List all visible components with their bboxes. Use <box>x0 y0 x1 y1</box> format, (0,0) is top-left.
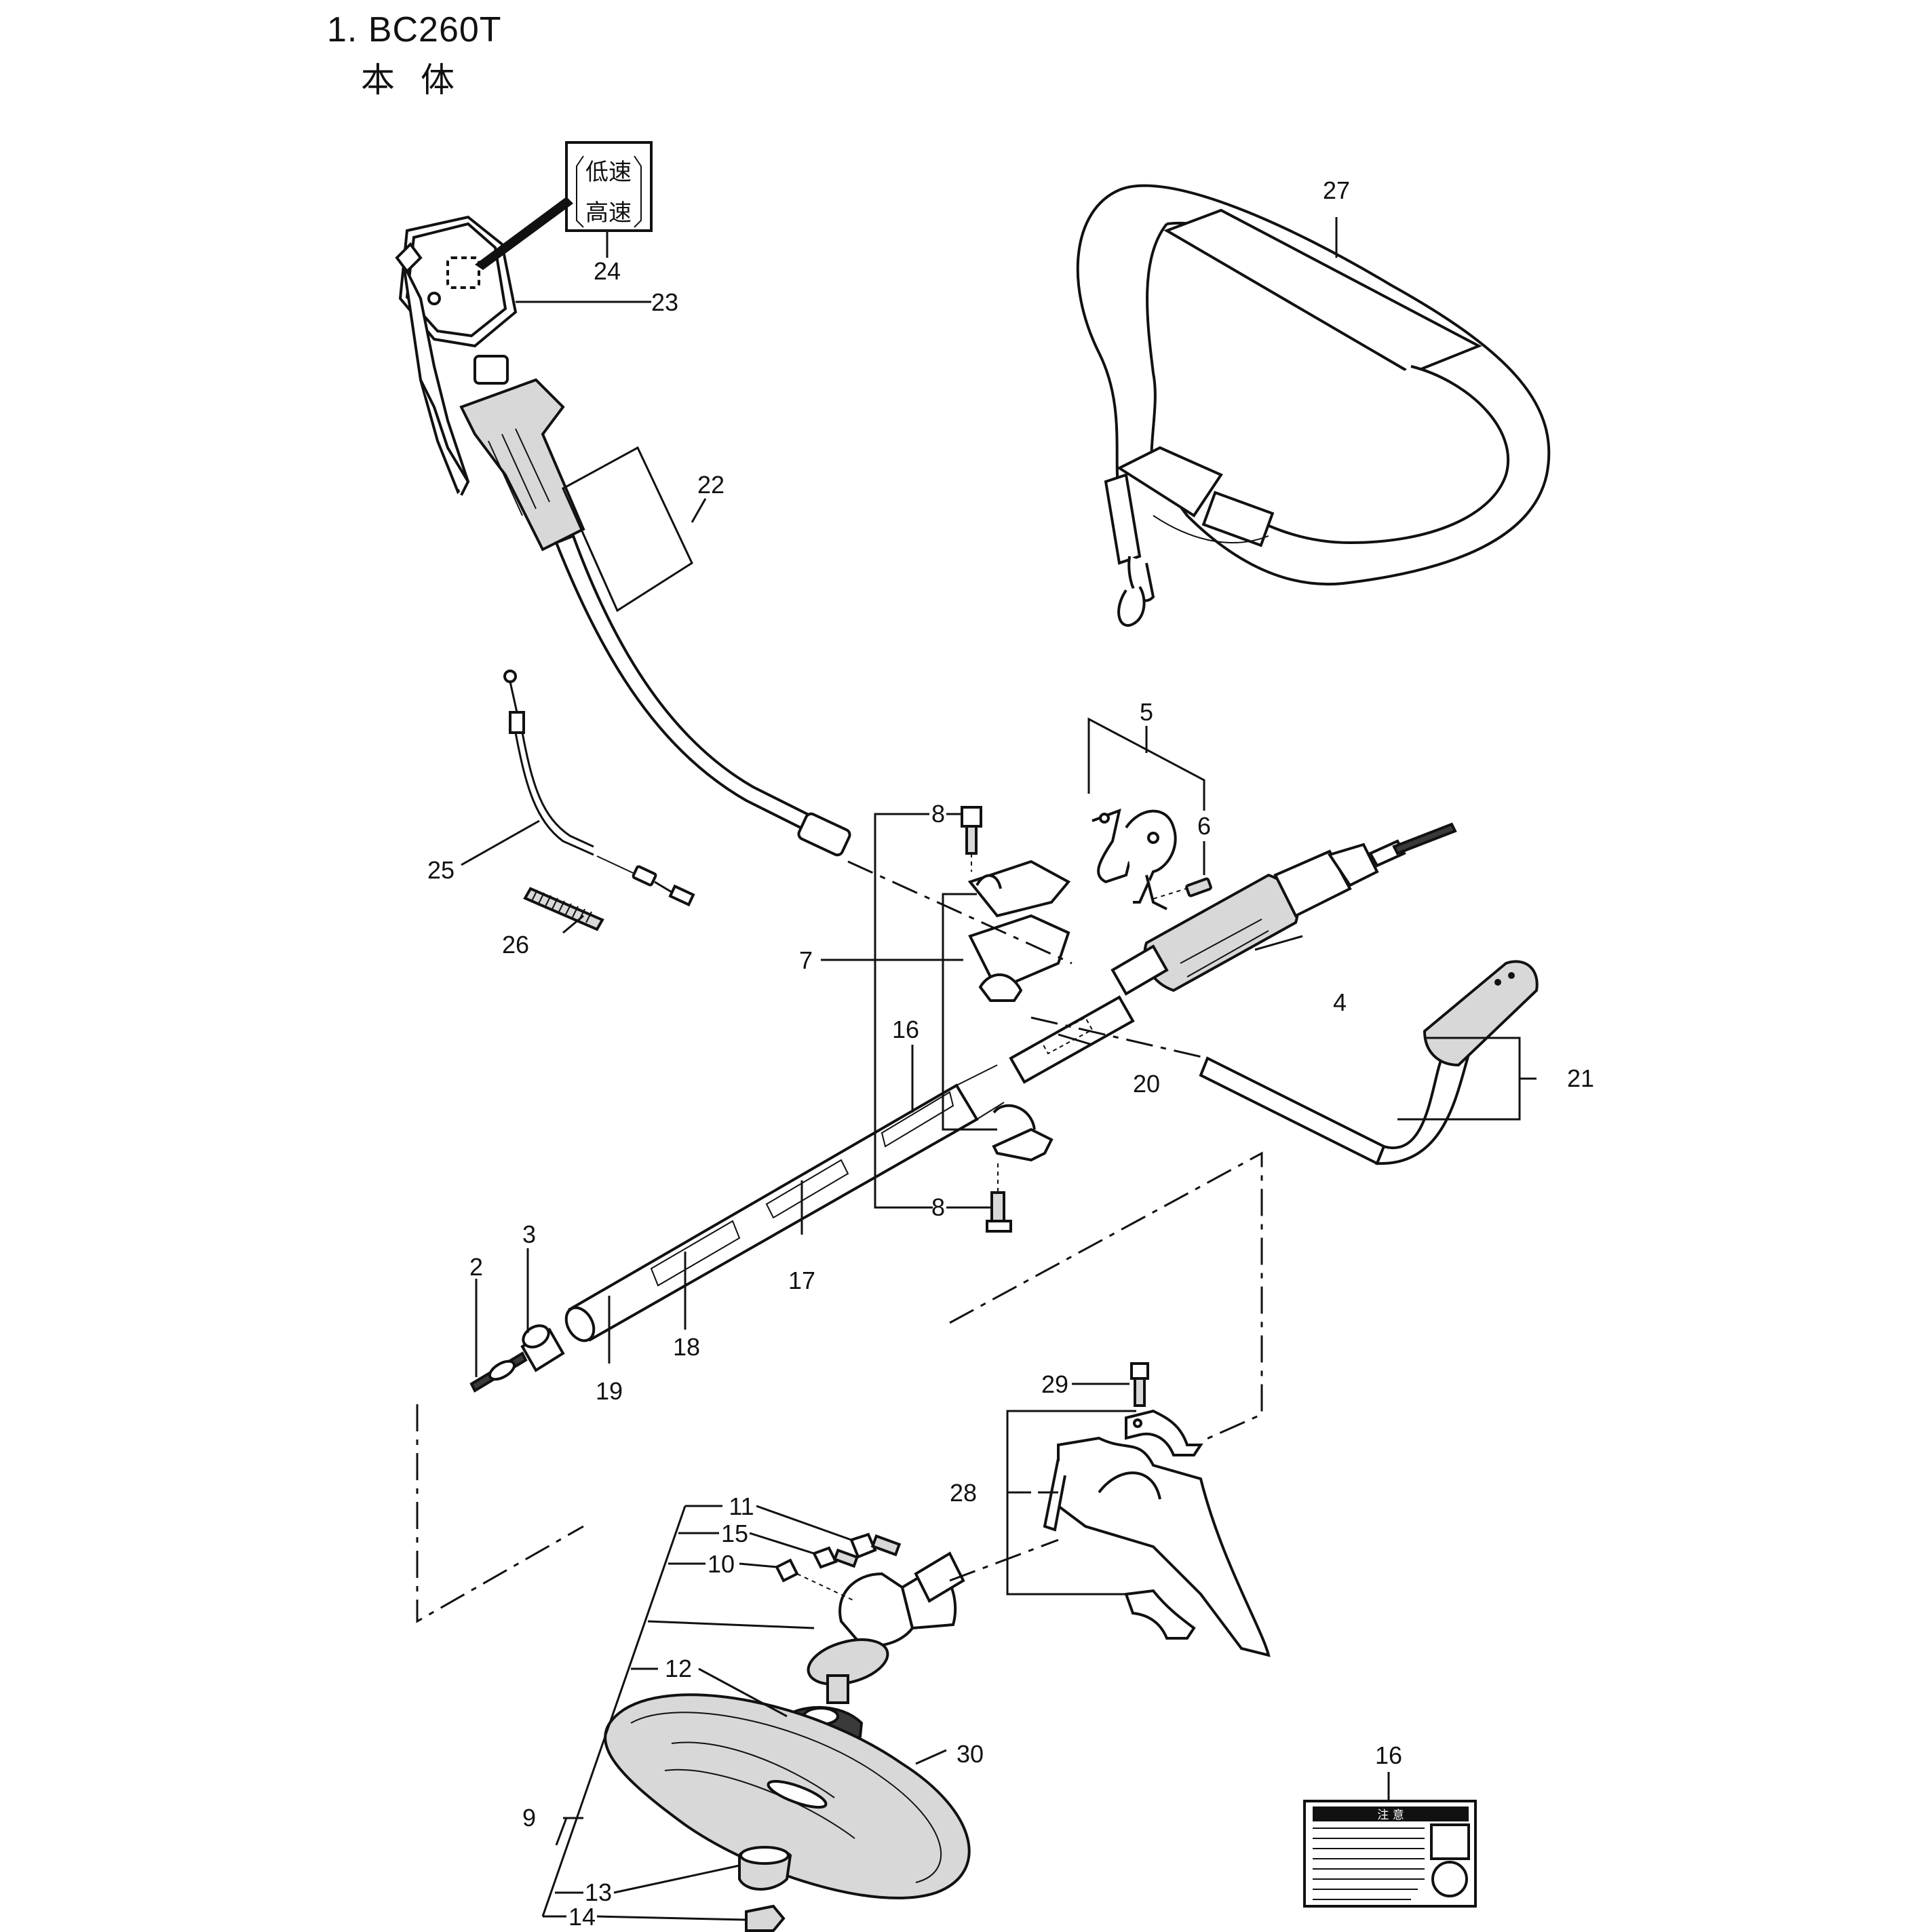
saw-blade-30 <box>604 1693 971 1899</box>
callout-10: 10 <box>708 1550 735 1578</box>
callout-14: 14 <box>568 1903 596 1931</box>
callout-24: 24 <box>594 257 621 285</box>
speed-decal: 低速 高速 <box>475 141 653 270</box>
callout-18: 18 <box>673 1333 700 1361</box>
callout-7: 7 <box>799 946 813 974</box>
alignment-lines <box>416 860 1263 1623</box>
nut-14 <box>745 1904 786 1932</box>
callout-29: 29 <box>1041 1370 1068 1398</box>
callout-15: 15 <box>721 1520 748 1547</box>
diagram-title: 1. BC260T <box>327 10 502 50</box>
callout-13: 13 <box>585 1878 612 1906</box>
callout-numbers: 24 23 22 27 5 6 8 8 25 26 7 4 16 20 21 1… <box>427 176 1594 1931</box>
callout-6: 6 <box>1197 812 1211 840</box>
bolt-15 <box>812 1546 859 1569</box>
callout-27: 27 <box>1323 176 1350 204</box>
throttle-lever <box>395 215 518 496</box>
grip-handle <box>459 355 851 857</box>
callout-25: 25 <box>427 856 455 884</box>
callout-28: 28 <box>950 1479 977 1507</box>
callout-8-bottom: 8 <box>931 1193 945 1221</box>
callout-20: 20 <box>1133 1070 1160 1098</box>
callout-4: 4 <box>1333 988 1347 1016</box>
clamp-screw-6 <box>1153 877 1212 900</box>
diagram-subtitle: 本体 <box>361 60 480 100</box>
bushing-3 <box>520 1324 565 1372</box>
pipe-clamp-7 <box>967 859 1071 1162</box>
clamp-bolt-8 <box>961 806 1012 1233</box>
callout-3: 3 <box>522 1220 536 1248</box>
blade-guard-28 <box>1043 1436 1271 1657</box>
callout-30: 30 <box>957 1740 984 1768</box>
handlebar-21 <box>1199 960 1539 1165</box>
callout-12: 12 <box>665 1655 692 1682</box>
drive-shaft-2 <box>469 1351 528 1393</box>
callout-5: 5 <box>1140 698 1153 726</box>
callout-11: 11 <box>729 1492 754 1520</box>
callout-16-label: 16 <box>1375 1741 1402 1769</box>
callout-22: 22 <box>697 471 724 499</box>
callout-9: 9 <box>522 1804 536 1832</box>
callout-26: 26 <box>502 931 529 959</box>
callout-16: 16 <box>892 1016 919 1043</box>
throttle-cable <box>503 670 695 907</box>
callout-21: 21 <box>1567 1064 1594 1092</box>
handle-clamp-bracket <box>1091 808 1177 910</box>
callout-2: 2 <box>469 1253 483 1281</box>
gear-case-9 <box>807 1551 965 1704</box>
callout-19: 19 <box>596 1377 623 1405</box>
bolt-11 <box>849 1532 902 1559</box>
callout-8-top: 8 <box>931 800 945 828</box>
high-speed-text: 高速 <box>585 199 632 227</box>
warning-label: 注 意 <box>1303 1800 1477 1908</box>
guard-clamp-29 <box>1124 1362 1203 1640</box>
leader-lines <box>461 217 1537 1921</box>
harness <box>1076 184 1551 627</box>
bolt-10 <box>775 1558 855 1602</box>
callout-17: 17 <box>788 1267 815 1294</box>
low-speed-text: 低速 <box>585 159 632 186</box>
cable-spring <box>523 887 604 931</box>
callout-23: 23 <box>651 288 678 316</box>
washer-13 <box>738 1846 792 1891</box>
warning-heading: 注 意 <box>1377 1809 1404 1822</box>
shaft-grip-4 <box>1110 822 1457 996</box>
